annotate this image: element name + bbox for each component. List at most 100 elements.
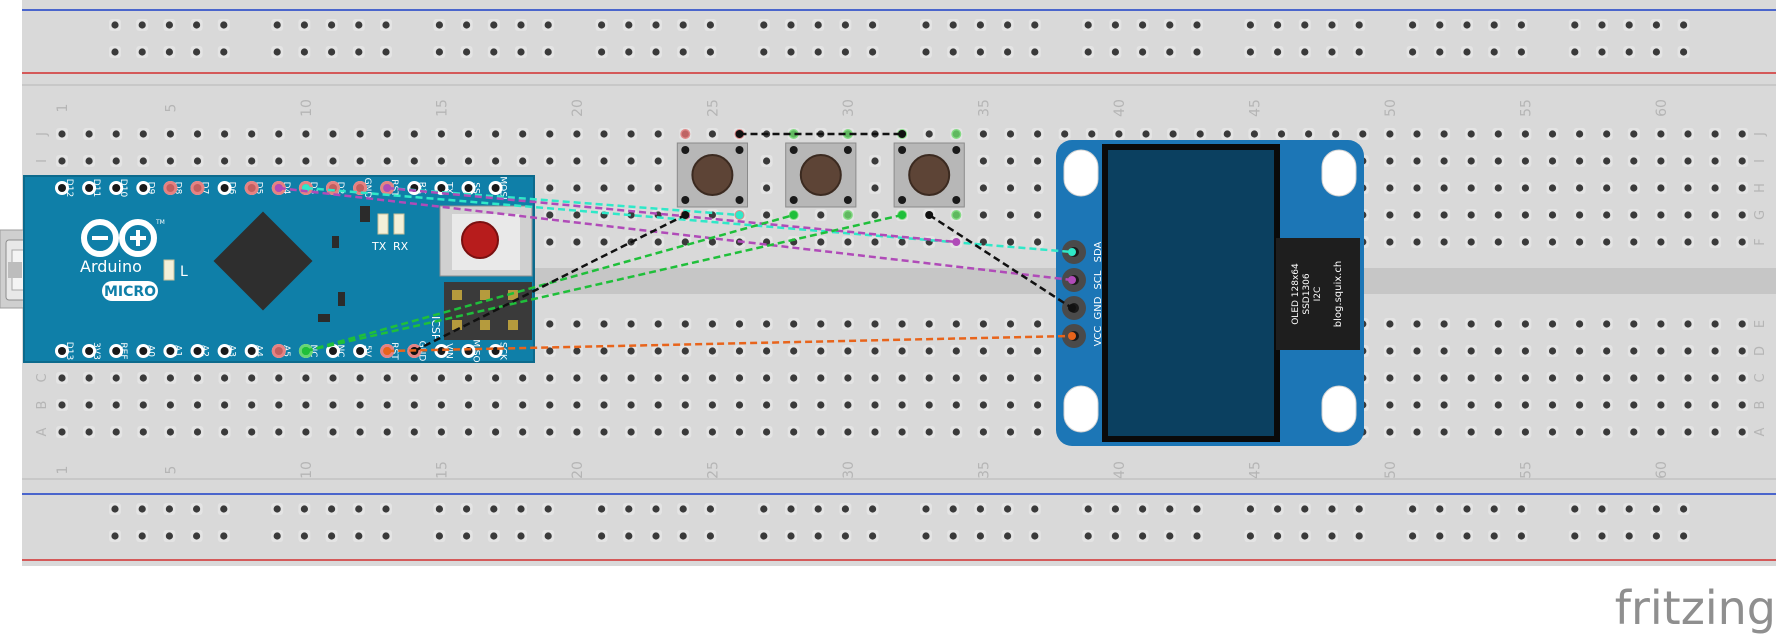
breadboard-hole — [1657, 428, 1665, 436]
breadboard-hole — [1084, 505, 1092, 513]
breadboard-hole — [1355, 21, 1363, 29]
breadboard-hole — [600, 238, 608, 246]
breadboard-hole — [1711, 320, 1719, 328]
breadboard-hole — [1738, 428, 1746, 436]
breadboard-hole — [1598, 21, 1606, 29]
jumper-wire — [413, 213, 686, 353]
breadboard-hole — [1738, 157, 1746, 165]
row-letter: J — [35, 132, 50, 137]
breadboard-hole — [1467, 320, 1475, 328]
breadboard-hole — [841, 505, 850, 513]
row-letter: C — [35, 373, 50, 382]
breadboard-hole — [1142, 130, 1150, 138]
column-number: 55 — [1518, 99, 1534, 117]
breadboard-hole — [979, 401, 988, 409]
breadboard-hole — [1521, 130, 1529, 138]
breadboard-hole — [1328, 505, 1336, 513]
breadboard-hole — [708, 374, 717, 382]
breadboard-hole — [275, 157, 283, 165]
breadboard-hole — [221, 428, 229, 436]
breadboard-hole — [220, 21, 228, 29]
breadboard-hole — [112, 374, 120, 382]
breadboard-hole — [573, 238, 581, 246]
arduino-pin-label: D9 — [145, 182, 155, 195]
breadboard-hole — [1166, 532, 1174, 540]
breadboard-hole — [979, 157, 988, 165]
breadboard-hole — [1711, 401, 1719, 409]
breadboard-hole — [708, 130, 717, 138]
breadboard-hole — [1467, 428, 1475, 436]
arduino-logo-icon — [81, 219, 157, 257]
breadboard-hole — [925, 130, 933, 138]
breadboard-hole — [1084, 48, 1092, 56]
breadboard-hole — [138, 505, 146, 513]
breadboard-hole — [165, 48, 173, 56]
breadboard-hole — [844, 320, 852, 328]
breadboard-hole — [519, 374, 527, 382]
breadboard-hole — [573, 374, 581, 382]
breadboard-hole — [1521, 157, 1529, 165]
push-button[interactable] — [691, 154, 734, 196]
breadboard-hole — [220, 48, 228, 56]
breadboard-hole — [329, 428, 337, 436]
reset-button[interactable] — [461, 221, 499, 259]
breadboard-hole — [654, 320, 662, 328]
column-number: 15 — [434, 99, 450, 117]
breadboard-hole — [1467, 401, 1475, 409]
breadboard-hole — [58, 157, 66, 165]
column-number: 35 — [976, 99, 992, 117]
breadboard-hole — [814, 532, 822, 540]
breadboard-hole — [1576, 211, 1584, 219]
breadboard-hole — [1034, 428, 1042, 436]
breadboard-hole — [1657, 184, 1665, 192]
breadboard-hole — [925, 401, 933, 409]
breadboard-hole — [1603, 374, 1611, 382]
breadboard-hole — [1467, 211, 1475, 219]
breadboard-hole — [1413, 238, 1421, 246]
breadboard-hole — [679, 21, 687, 29]
breadboard-hole — [1006, 347, 1015, 355]
breadboard-hole — [1652, 21, 1660, 29]
breadboard-hole — [1598, 532, 1606, 540]
breadboard-hole — [383, 157, 391, 165]
breadboard-hole — [1061, 130, 1069, 138]
breadboard-hole — [383, 401, 391, 409]
breadboard-hole — [1301, 48, 1309, 56]
breadboard-hole — [1603, 211, 1611, 219]
breadboard-hole — [1711, 347, 1719, 355]
breadboard-hole — [302, 401, 310, 409]
breadboard-hole — [492, 130, 500, 138]
breadboard-hole — [654, 428, 662, 436]
breadboard-hole — [814, 505, 822, 513]
breadboard-hole — [1413, 374, 1421, 382]
breadboard-hole — [952, 374, 960, 382]
breadboard-hole — [410, 401, 418, 409]
breadboard-hole — [600, 428, 608, 436]
breadboard-hole — [463, 532, 471, 540]
push-button[interactable] — [799, 154, 842, 196]
breadboard-hole — [1657, 401, 1665, 409]
breadboard-hole — [166, 130, 174, 138]
row-letter: A — [1753, 427, 1768, 436]
breadboard-hole — [681, 320, 689, 328]
breadboard-hole — [519, 401, 527, 409]
breadboard-hole — [492, 401, 500, 409]
breadboard-hole — [1625, 505, 1633, 513]
mount-hole-tr — [1321, 149, 1357, 197]
push-button[interactable] — [908, 154, 951, 196]
breadboard-hole — [735, 428, 744, 436]
breadboard-hole — [1440, 320, 1448, 328]
breadboard-hole — [275, 428, 283, 436]
breadboard-labels: 1155101015152020252530303535404045455050… — [35, 99, 1768, 479]
breadboard-hole — [1440, 157, 1448, 165]
breadboard-hole — [627, 211, 635, 219]
breadboard-hole — [871, 428, 879, 436]
breadboard-hole — [600, 184, 608, 192]
breadboard-hole — [1548, 347, 1557, 355]
breadboard-hole — [871, 401, 879, 409]
breadboard-hole — [1386, 320, 1394, 328]
breadboard-hole — [681, 401, 689, 409]
breadboard-hole — [1521, 401, 1529, 409]
breadboard-hole — [111, 21, 119, 29]
breadboard-hole — [356, 374, 364, 382]
